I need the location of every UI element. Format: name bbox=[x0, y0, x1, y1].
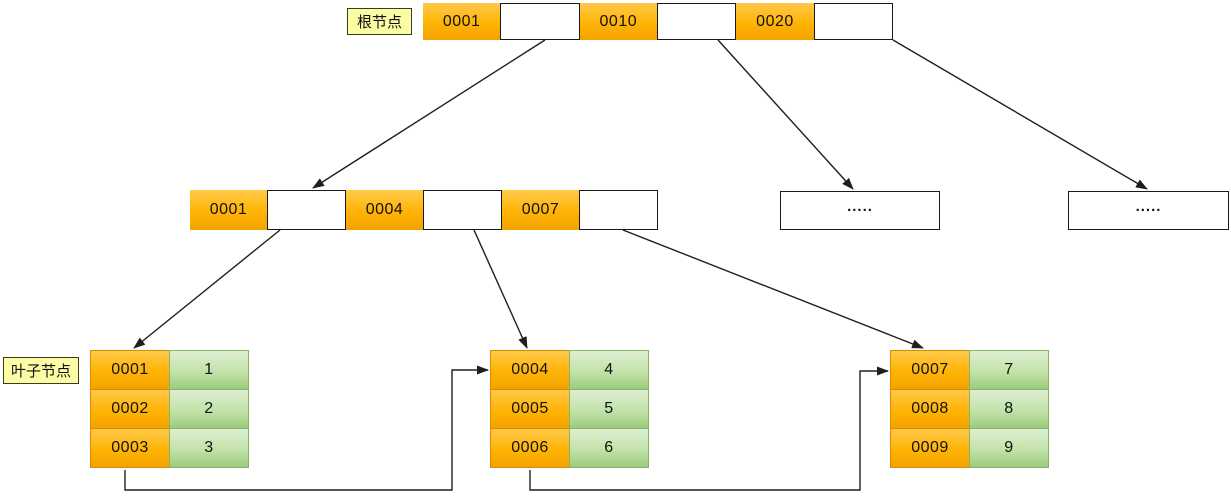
leaf-value-cell: 7 bbox=[969, 350, 1049, 390]
leaf-row: 0009 9 bbox=[890, 428, 1050, 468]
leaf-value-cell: 3 bbox=[169, 428, 249, 468]
leaf-value-cell: 9 bbox=[969, 428, 1049, 468]
leaf-node-label: 叶子节点 bbox=[3, 357, 79, 384]
leaf-row: 0005 5 bbox=[490, 389, 650, 429]
connector-root-to-ellipsis-1 bbox=[717, 39, 854, 190]
leaf-row: 0006 6 bbox=[490, 428, 650, 468]
root-key-cell: 0010 bbox=[579, 3, 657, 40]
leaf-value-cell: 8 bbox=[969, 389, 1049, 429]
ellipsis-node-1: ..... bbox=[780, 191, 940, 230]
leaf-key-cell: 0005 bbox=[490, 389, 570, 429]
leaf-row: 0004 4 bbox=[490, 350, 650, 390]
internal-key-cell: 0001 bbox=[190, 190, 267, 230]
ellipsis-node-2: ..... bbox=[1068, 191, 1229, 230]
leaf-node-1: 0001 1 0002 2 0003 3 bbox=[90, 350, 250, 468]
leaf-key-cell: 0008 bbox=[890, 389, 970, 429]
root-pointer-cell bbox=[500, 3, 580, 40]
internal-node: 0001 0004 0007 bbox=[190, 190, 658, 230]
leaf-key-cell: 0004 bbox=[490, 350, 570, 390]
leaf-row: 0001 1 bbox=[90, 350, 250, 390]
leaf-row: 0008 8 bbox=[890, 389, 1050, 429]
leaf-key-cell: 0001 bbox=[90, 350, 170, 390]
internal-pointer-cell bbox=[579, 190, 658, 230]
leaf-row: 0002 2 bbox=[90, 389, 250, 429]
connector-root-to-ellipsis-2 bbox=[892, 39, 1148, 190]
connector-internal-to-leaf-3 bbox=[622, 229, 924, 349]
root-pointer-cell bbox=[656, 3, 737, 40]
leaf-value-cell: 4 bbox=[569, 350, 649, 390]
root-pointer-cell bbox=[813, 3, 893, 40]
root-key-cell: 0001 bbox=[423, 3, 501, 40]
leaf-node-3: 0007 7 0008 8 0009 9 bbox=[890, 350, 1050, 468]
leaf-row: 0007 7 bbox=[890, 350, 1050, 390]
leaf-key-cell: 0002 bbox=[90, 389, 170, 429]
leaf-value-cell: 6 bbox=[569, 428, 649, 468]
internal-key-cell: 0004 bbox=[346, 190, 423, 230]
connector-root-to-internal bbox=[312, 39, 546, 189]
leaf-node-2: 0004 4 0005 5 0006 6 bbox=[490, 350, 650, 468]
leaf-key-cell: 0009 bbox=[890, 428, 970, 468]
leaf-value-cell: 5 bbox=[569, 389, 649, 429]
leaf-key-cell: 0003 bbox=[90, 428, 170, 468]
leaf-value-cell: 1 bbox=[169, 350, 249, 390]
root-node: 0001 0010 0020 bbox=[423, 3, 893, 40]
internal-pointer-cell bbox=[423, 190, 502, 230]
connector-internal-to-leaf-1 bbox=[133, 229, 281, 349]
leaf-value-cell: 2 bbox=[169, 389, 249, 429]
internal-pointer-cell bbox=[267, 190, 346, 230]
ellipsis-text: ..... bbox=[847, 198, 873, 215]
connector-internal-to-leaf-2 bbox=[473, 229, 528, 349]
leaf-key-cell: 0006 bbox=[490, 428, 570, 468]
root-key-cell: 0020 bbox=[736, 3, 814, 40]
leaf-row: 0003 3 bbox=[90, 428, 250, 468]
leaf-key-cell: 0007 bbox=[890, 350, 970, 390]
root-node-label: 根节点 bbox=[347, 8, 412, 35]
ellipsis-text: ..... bbox=[1135, 198, 1162, 215]
internal-key-cell: 0007 bbox=[502, 190, 579, 230]
